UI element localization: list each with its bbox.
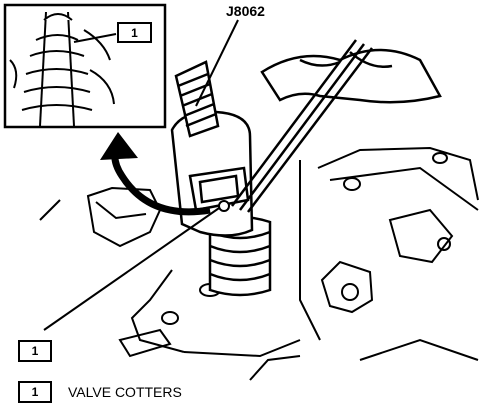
- legend: 1 VALVE COTTERS: [18, 381, 182, 403]
- hand-with-pick: [230, 39, 442, 213]
- cotter-leader-line: [43, 205, 223, 331]
- cylinder-head-outline: [39, 146, 479, 381]
- cotter-point: [218, 200, 230, 212]
- inset-callout-box: 1: [117, 22, 152, 43]
- legend-number-box: 1: [18, 381, 52, 403]
- arrow-head: [100, 132, 138, 160]
- tool-label: J8062: [226, 3, 265, 19]
- spring-compressor-tool: [170, 110, 254, 237]
- legend-text: VALVE COTTERS: [68, 384, 182, 400]
- tool-leader-line: [195, 19, 239, 107]
- inset-detail: [9, 11, 115, 127]
- main-callout-box: 1: [18, 340, 52, 362]
- inset-leader-line: [73, 33, 117, 43]
